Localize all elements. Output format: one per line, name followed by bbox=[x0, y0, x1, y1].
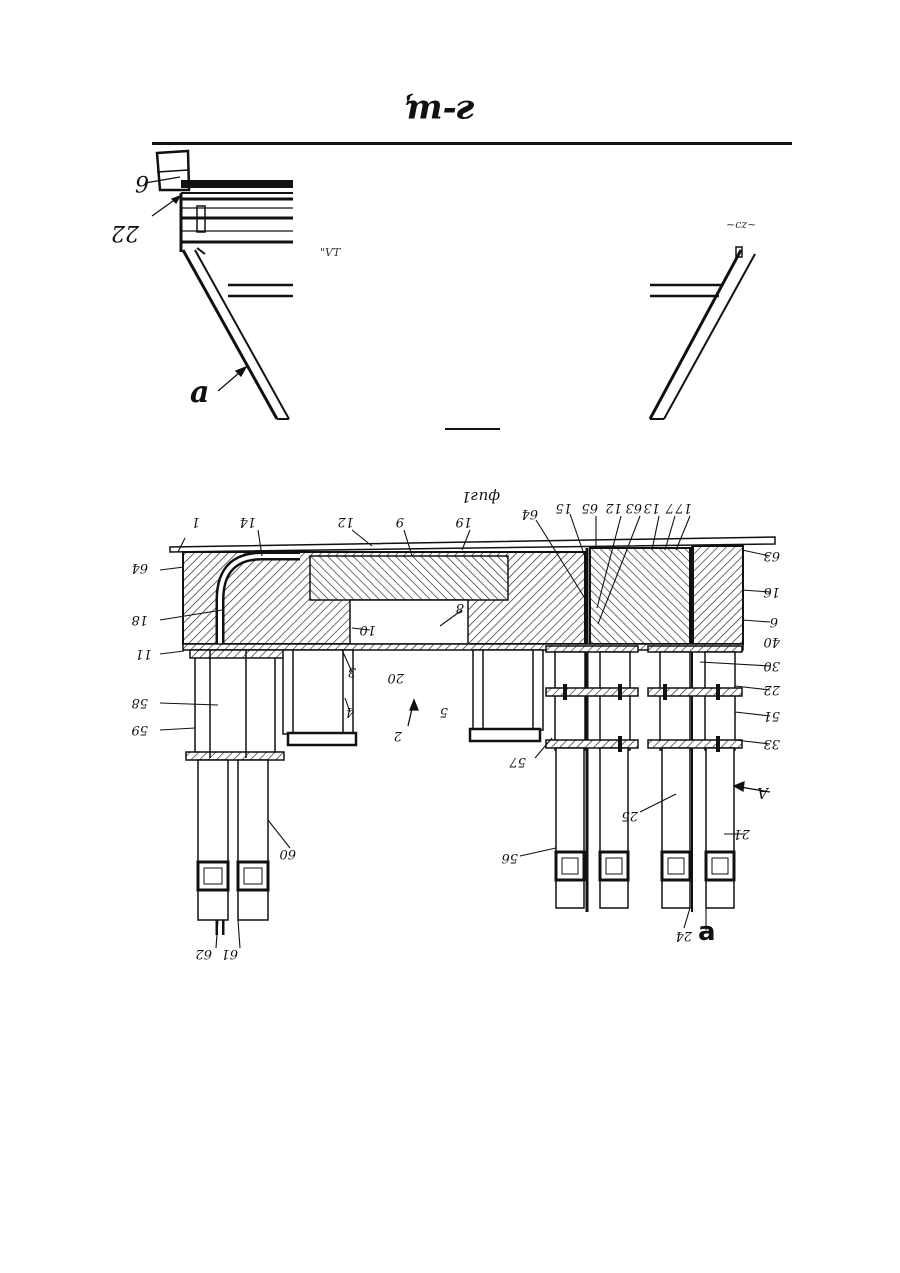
left-column-assembly bbox=[186, 650, 286, 920]
label-10: 10 bbox=[359, 622, 376, 637]
label-21: 21 bbox=[733, 826, 751, 841]
hanging-box-5 bbox=[470, 650, 543, 741]
label-2: 2 bbox=[394, 728, 403, 743]
label-13: 13 bbox=[643, 500, 660, 515]
label-30: 30 bbox=[763, 658, 780, 673]
label-part-22: 22 bbox=[111, 220, 140, 245]
label-63-top: 63 bbox=[625, 500, 642, 515]
scan-artifact-right: ~cz~ bbox=[726, 218, 756, 231]
label-64-top: 64 bbox=[521, 506, 538, 521]
scan-artifact-left: "VT bbox=[320, 246, 342, 259]
label-33: 33 bbox=[763, 736, 780, 751]
figure-caption: фиг1 bbox=[461, 488, 500, 506]
inner-block-9 bbox=[310, 556, 508, 600]
label-63-right: 63 bbox=[763, 548, 780, 563]
label-14-top: 14 bbox=[239, 514, 256, 529]
lower-figure bbox=[160, 514, 775, 948]
callout-a-upper: a bbox=[190, 375, 209, 410]
label-60: 60 bbox=[279, 846, 296, 861]
callout-A-label: A bbox=[757, 784, 770, 802]
label-18: 18 bbox=[131, 612, 148, 627]
callout-a-lower: a bbox=[698, 917, 716, 947]
label-5: 5 bbox=[440, 704, 448, 719]
label-part-6: 6 bbox=[135, 170, 149, 195]
label-4: 4 bbox=[346, 704, 355, 719]
label-15: 15 bbox=[555, 500, 572, 515]
label-25: 25 bbox=[621, 808, 639, 823]
label-12-top: 12 bbox=[337, 514, 354, 529]
label-11: 11 bbox=[135, 646, 152, 661]
label-6: 6 bbox=[770, 614, 778, 629]
label-61: 61 bbox=[221, 946, 238, 961]
label-64-left: 64 bbox=[131, 560, 148, 575]
label-65: 65 bbox=[581, 500, 598, 515]
label-57: 57 bbox=[509, 754, 526, 769]
upper-figure bbox=[145, 151, 755, 419]
label-56: 56 bbox=[501, 850, 518, 865]
label-22: 22 bbox=[763, 682, 781, 697]
label-12-right: 12 bbox=[605, 500, 622, 515]
label-24: 24 bbox=[675, 928, 693, 943]
upper-right-fragment bbox=[650, 247, 755, 419]
label-19: 19 bbox=[455, 514, 472, 529]
label-8: 8 bbox=[456, 600, 464, 615]
label-1: 1 bbox=[192, 514, 200, 529]
end-block bbox=[693, 546, 743, 644]
right-column-assembly bbox=[546, 646, 742, 908]
label-20: 20 bbox=[387, 670, 405, 685]
label-16: 16 bbox=[763, 584, 780, 599]
label-7: 7 bbox=[665, 500, 674, 515]
label-58: 58 bbox=[131, 695, 148, 710]
label-9: 9 bbox=[396, 514, 404, 529]
main-block-right bbox=[590, 548, 690, 644]
label-40: 40 bbox=[763, 634, 781, 649]
label-51: 51 bbox=[763, 708, 780, 723]
label-17: 17 bbox=[675, 500, 692, 515]
hanging-box-4 bbox=[283, 650, 356, 745]
label-62: 62 bbox=[195, 946, 212, 961]
label-3: 3 bbox=[348, 664, 356, 679]
label-59: 59 bbox=[131, 722, 148, 737]
upper-left-fragment bbox=[157, 151, 293, 419]
